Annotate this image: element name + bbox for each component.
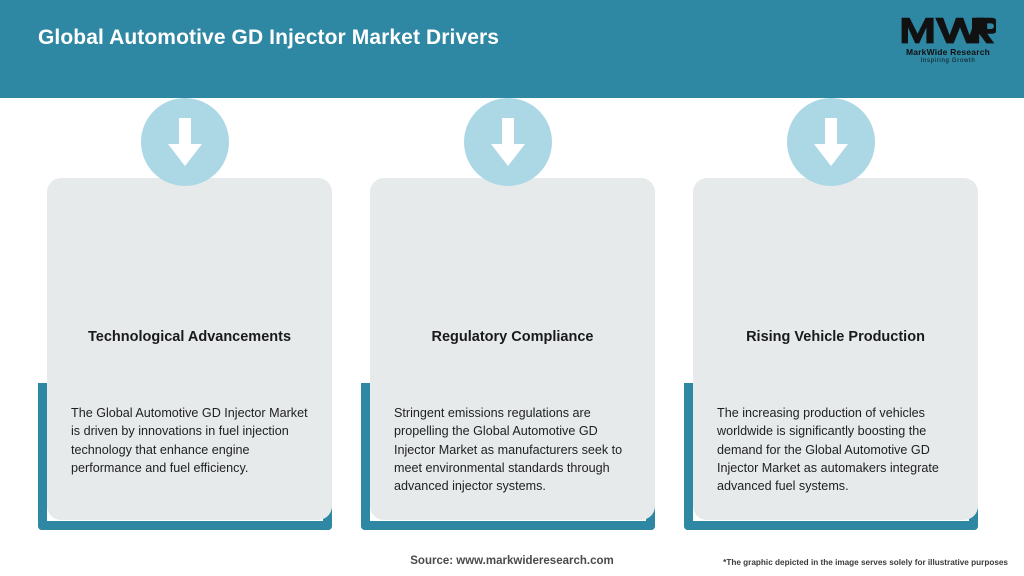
down-arrow-icon xyxy=(141,98,229,186)
card-description: Stringent emissions regulations are prop… xyxy=(394,406,623,493)
down-arrow-glyph xyxy=(814,118,848,166)
brand-logo: MarkWide Research Inspiring Growth xyxy=(894,8,1002,68)
down-arrow-glyph xyxy=(168,118,202,166)
driver-card-3[interactable]: Rising Vehicle Production The increasing… xyxy=(684,98,978,538)
card-title: Rising Vehicle Production xyxy=(746,329,925,345)
logo-tagline: Inspiring Growth xyxy=(920,58,976,64)
down-arrow-glyph xyxy=(491,118,525,166)
card-surface: Regulatory Compliance Stringent emission… xyxy=(370,178,655,520)
card-title: Technological Advancements xyxy=(87,329,292,345)
down-arrow-icon xyxy=(787,98,875,186)
card-surface: Rising Vehicle Production The increasing… xyxy=(693,178,978,520)
driver-card-1[interactable]: Technological Advancements The Global Au… xyxy=(38,98,332,538)
down-arrow-icon xyxy=(464,98,552,186)
page-header: Global Automotive GD Injector Market Dri… xyxy=(0,0,1024,98)
card-title: Regulatory Compliance xyxy=(431,329,594,345)
mwr-logo-icon xyxy=(901,17,996,44)
footer-source: Source: www.markwideresearch.com xyxy=(410,555,614,567)
logo-company-name: MarkWide Research xyxy=(905,47,991,57)
driver-card-2[interactable]: Regulatory Compliance Stringent emission… xyxy=(361,98,655,538)
footer-disclaimer: *The graphic depicted in the image serve… xyxy=(723,558,1008,567)
card-description: The increasing production of vehicles wo… xyxy=(717,406,939,493)
card-description: The Global Automotive GD Injector Market… xyxy=(71,406,308,475)
page-title: Global Automotive GD Injector Market Dri… xyxy=(38,26,500,49)
card-surface: Technological Advancements The Global Au… xyxy=(47,178,332,520)
drivers-card-group: Technological Advancements The Global Au… xyxy=(0,98,1024,538)
